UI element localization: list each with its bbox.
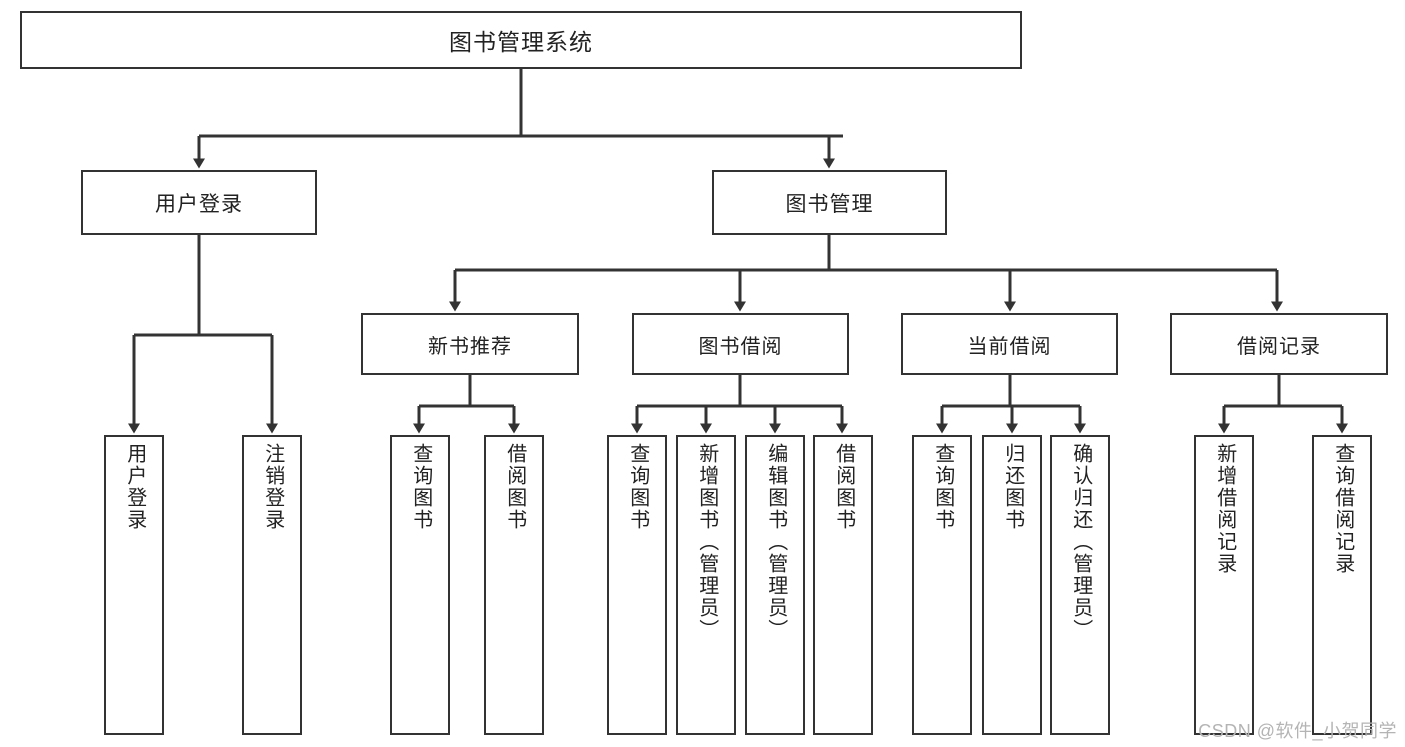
leaf-add-borrow-record[interactable]: 新增借阅记录 (1194, 435, 1254, 735)
leaf-edit-book-admin-label: 编辑图书（管理员） (764, 443, 787, 641)
node-borrow-records[interactable]: 借阅记录 (1170, 313, 1388, 375)
leaf-borrow-book-newbook[interactable]: 借阅图书 (484, 435, 544, 735)
leaf-query-book-borrow-label: 查询图书 (626, 443, 649, 531)
node-current-borrow[interactable]: 当前借阅 (901, 313, 1118, 375)
leaf-user-login[interactable]: 用户登录 (104, 435, 164, 735)
leaf-return-book-label: 归还图书 (1001, 443, 1024, 531)
leaf-user-login-label: 用户登录 (123, 443, 146, 531)
leaf-borrow-book-newbook-label: 借阅图书 (503, 443, 526, 531)
leaf-confirm-return-admin[interactable]: 确认归还（管理员） (1050, 435, 1110, 735)
leaf-confirm-return-admin-label: 确认归还（管理员） (1069, 443, 1092, 641)
leaf-logout[interactable]: 注销登录 (242, 435, 302, 735)
leaf-query-book-current-label: 查询图书 (931, 443, 954, 531)
leaf-return-book[interactable]: 归还图书 (982, 435, 1042, 735)
node-current-borrow-label: 当前借阅 (967, 335, 1052, 358)
node-book-management[interactable]: 图书管理 (712, 170, 947, 235)
leaf-query-borrow-record[interactable]: 查询借阅记录 (1312, 435, 1372, 735)
node-root-label: 图书管理系统 (449, 29, 593, 55)
node-borrow-records-label: 借阅记录 (1237, 335, 1321, 358)
leaf-borrow-book[interactable]: 借阅图书 (813, 435, 873, 735)
leaf-query-book-newbook[interactable]: 查询图书 (390, 435, 450, 735)
leaf-add-book-admin[interactable]: 新增图书（管理员） (676, 435, 736, 735)
leaf-query-book-current[interactable]: 查询图书 (912, 435, 972, 735)
leaf-logout-label: 注销登录 (261, 443, 284, 531)
leaf-query-borrow-record-label: 查询借阅记录 (1331, 443, 1354, 575)
node-user-login-label: 用户登录 (155, 192, 243, 216)
node-book-borrow[interactable]: 图书借阅 (632, 313, 849, 375)
watermark: CSDN @软件_小贺同学 (1198, 721, 1397, 741)
leaf-edit-book-admin[interactable]: 编辑图书（管理员） (745, 435, 805, 735)
leaf-query-book-borrow[interactable]: 查询图书 (607, 435, 667, 735)
node-new-book-recommend-label: 新书推荐 (428, 335, 512, 358)
leaf-borrow-book-label: 借阅图书 (832, 443, 855, 531)
leaf-add-borrow-record-label: 新增借阅记录 (1213, 443, 1236, 575)
node-root[interactable]: 图书管理系统 (20, 11, 1022, 69)
node-new-book-recommend[interactable]: 新书推荐 (361, 313, 579, 375)
node-book-borrow-label: 图书借阅 (698, 335, 783, 358)
leaf-add-book-admin-label: 新增图书（管理员） (695, 443, 718, 641)
leaf-query-book-newbook-label: 查询图书 (409, 443, 432, 531)
node-user-login[interactable]: 用户登录 (81, 170, 317, 235)
node-book-management-label: 图书管理 (785, 192, 874, 216)
